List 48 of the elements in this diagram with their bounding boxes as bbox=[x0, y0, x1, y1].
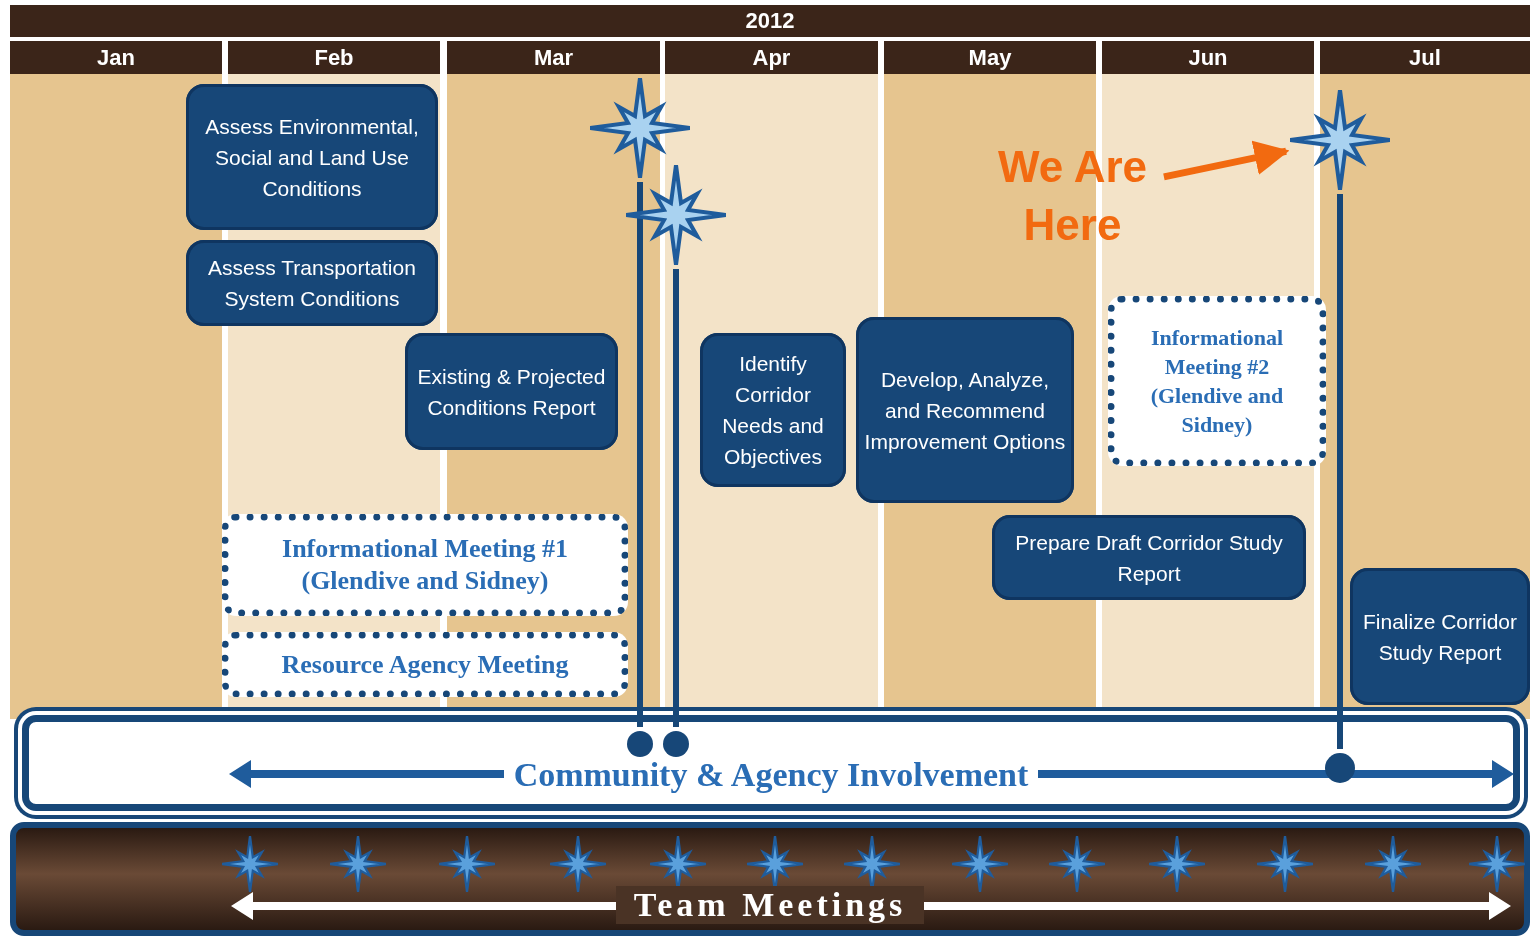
task-box bbox=[1350, 568, 1530, 705]
task-box bbox=[186, 84, 438, 230]
task-box bbox=[856, 317, 1074, 503]
dot-marker bbox=[627, 731, 653, 757]
task-label: Existing & Projected Conditions Report bbox=[416, 363, 607, 421]
star-marker bbox=[626, 165, 726, 265]
month-header bbox=[884, 41, 1096, 74]
month-header bbox=[10, 41, 222, 74]
meeting-box bbox=[1108, 296, 1326, 466]
year-label: 2012 bbox=[745, 8, 795, 34]
task-box bbox=[992, 515, 1306, 600]
meeting-label: Resource Agency Meeting bbox=[281, 648, 569, 681]
task-box bbox=[186, 240, 438, 326]
month-label: Feb bbox=[314, 44, 354, 71]
band-label: Team Meetings bbox=[615, 886, 925, 924]
meeting-label: Informational Meeting #2 (Glendive and Sidney) bbox=[1149, 324, 1285, 439]
task-label: Prepare Draft Corridor Study Report bbox=[1014, 529, 1284, 587]
star-marker bbox=[1290, 90, 1390, 190]
team-meetings-band bbox=[10, 822, 1530, 936]
month-header bbox=[447, 41, 660, 74]
connector-line bbox=[637, 182, 643, 727]
meeting-label: Informational Meeting #1 (Glendive and Sidney) bbox=[281, 533, 569, 597]
month-label: Apr bbox=[752, 44, 791, 71]
month-header bbox=[228, 41, 440, 74]
task-label: Finalize Corridor Study Report bbox=[1361, 608, 1518, 666]
star-marker bbox=[590, 78, 690, 178]
task-box bbox=[405, 333, 618, 450]
dot-marker bbox=[663, 731, 689, 757]
year-header bbox=[10, 5, 1530, 37]
month-header bbox=[665, 41, 878, 74]
task-box bbox=[700, 333, 846, 487]
month-label: May bbox=[968, 44, 1012, 71]
month-label: Jul bbox=[1409, 44, 1441, 71]
connector-line bbox=[1337, 194, 1343, 749]
month-label: Jun bbox=[1188, 44, 1228, 71]
pointer-arrow bbox=[1163, 140, 1290, 181]
task-label: Assess Transportation System Conditions bbox=[207, 255, 417, 312]
month-header bbox=[1320, 41, 1530, 74]
meeting-box bbox=[222, 632, 628, 697]
connector-line bbox=[673, 269, 679, 727]
month-label: Mar bbox=[533, 44, 574, 71]
meeting-box bbox=[222, 514, 628, 616]
task-label: Assess Environmental, Social and Land Use Conditions bbox=[204, 113, 420, 202]
task-label: Develop, Analyze, and Recommend Improvement Options bbox=[863, 366, 1067, 455]
task-label: Identify Corridor Needs and Objectives bbox=[721, 351, 825, 470]
dot-marker bbox=[1325, 753, 1355, 783]
month-label: Jan bbox=[97, 44, 135, 71]
month-header bbox=[1102, 41, 1314, 74]
